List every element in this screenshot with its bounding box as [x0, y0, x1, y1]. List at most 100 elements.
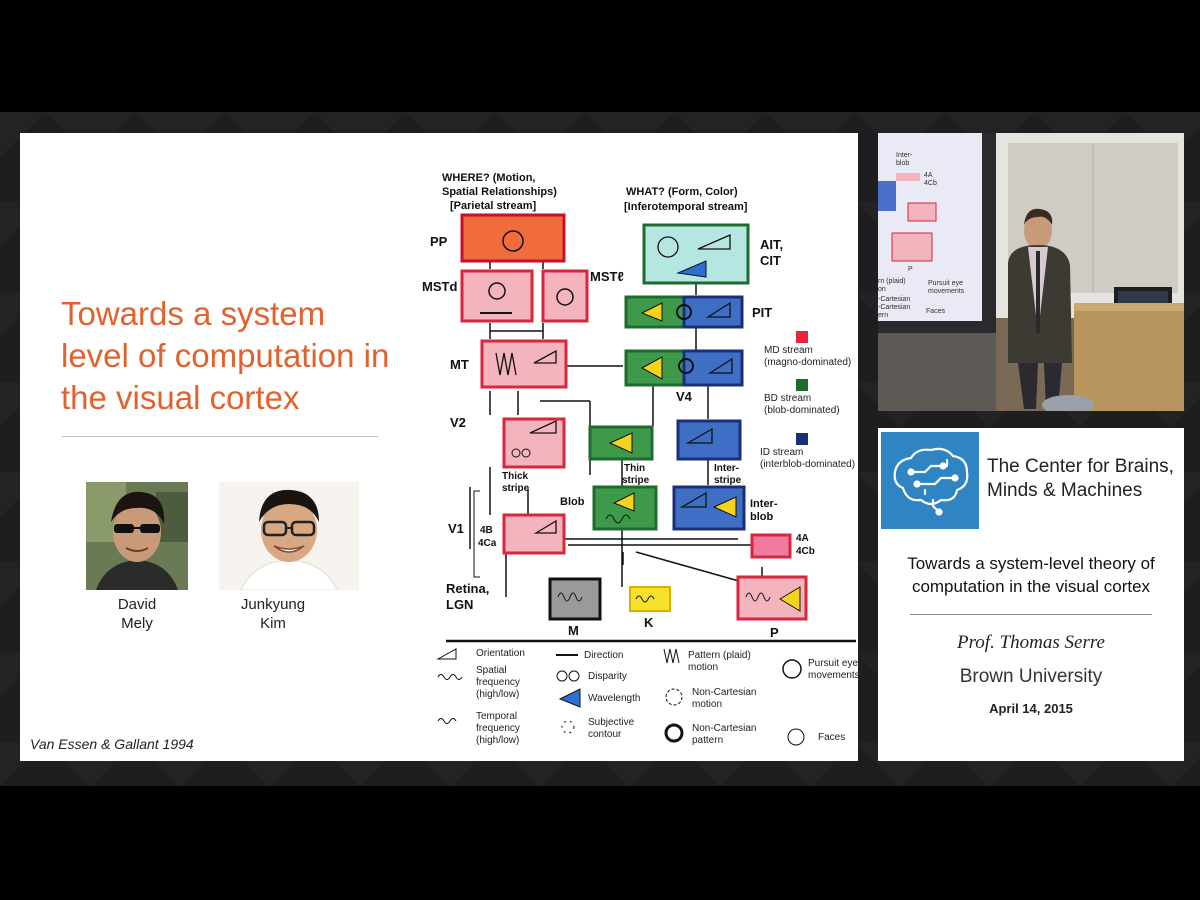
- cbmm-logo: [881, 432, 979, 529]
- label-blob: Blob: [560, 496, 585, 508]
- legend-orientation: Orientation: [476, 648, 525, 659]
- label-4a: 4A: [796, 533, 809, 544]
- center-name: The Center for Brains, Minds & Machines: [987, 456, 1174, 501]
- area-v1-4a-4cb: [750, 533, 792, 559]
- non-cartesian-pattern-icon: [678, 358, 694, 374]
- label-m: M: [568, 623, 579, 638]
- talk-info-panel: The Center for Brains, Minds & Machines …: [878, 428, 1184, 761]
- speaker-camera-feed: Inter- blob 4A 4Cb P rn (plaid) on Pursu…: [878, 133, 1184, 411]
- legend-noncart-pattern-icon: [664, 723, 684, 743]
- legend-noncart-1: Non-Cartesian: [692, 687, 756, 698]
- label-cit: CIT: [760, 253, 781, 268]
- wavelength-icon: [612, 492, 635, 512]
- area-mstl-box: [541, 269, 589, 323]
- id-stream-swatch: [796, 433, 808, 445]
- area-pp-box: [460, 213, 566, 263]
- orientation-icon: [533, 519, 557, 534]
- legend-subjective-icon: [561, 720, 575, 734]
- non-cartesian-motion-icon: [488, 282, 506, 300]
- legend-pursuit-1: Pursuit eye: [808, 658, 858, 669]
- wavelength-icon: [779, 586, 801, 612]
- what-title-2: [Inferotemporal stream]: [624, 201, 748, 213]
- label-retina: Retina,: [446, 581, 489, 596]
- id-stream-desc: (interblob-dominated): [760, 459, 855, 470]
- legend-pattern-2: motion: [688, 662, 718, 673]
- id-stream-label: ID stream: [760, 447, 803, 458]
- wavelength-icon: [676, 260, 707, 278]
- label-lgn: LGN: [446, 597, 473, 612]
- what-title-1: WHAT? (Form, Color): [626, 186, 738, 198]
- label-pp: PP: [430, 234, 448, 249]
- legend-pursuit-icon: [782, 659, 802, 679]
- area-p-box: [736, 575, 808, 621]
- legend-temporal-2: frequency: [476, 723, 520, 734]
- where-title-2: Spatial Relationships): [442, 186, 557, 198]
- where-title-1: WHERE? (Motion,: [442, 172, 535, 184]
- projection-text: Faces: [926, 308, 946, 315]
- label-thick-stripe: stripe: [502, 483, 530, 494]
- wavelength-icon: [608, 432, 633, 454]
- spatial-frequency-icon: [635, 595, 655, 603]
- legend-wavelength: Wavelength: [588, 693, 640, 704]
- legend-spatial-2: frequency: [476, 677, 520, 688]
- projection-text: Inter-: [896, 152, 913, 159]
- legend-direction: Direction: [584, 650, 623, 661]
- projection-text: movements: [928, 288, 965, 295]
- pursuit-icon: [502, 230, 524, 252]
- wavelength-icon: [712, 496, 737, 518]
- speaker-name: Prof. Thomas Serre: [957, 632, 1105, 653]
- orientation-icon: [679, 491, 707, 508]
- bd-stream-label: BD stream: [764, 393, 811, 404]
- md-stream-label: MD stream: [764, 345, 813, 356]
- legend-noncartp-1: Non-Cartesian: [692, 723, 756, 734]
- portrait-junkyung-kim: [219, 482, 359, 590]
- label-inter-stripe: stripe: [714, 475, 742, 486]
- label-v2: V2: [450, 415, 466, 430]
- legend-temporal-3: (high/low): [476, 735, 519, 746]
- info-divider: [910, 614, 1152, 615]
- visual-cortex-diagram: WHERE? (Motion, Spatial Relationships) […: [422, 172, 858, 746]
- area-v1-blob: [592, 485, 658, 531]
- label-4ca: 4Ca: [478, 538, 497, 549]
- label-mstd: MSTd: [422, 279, 457, 294]
- area-pit-id: [682, 295, 744, 329]
- disparity-icon: [521, 448, 531, 458]
- v1-bracket: [473, 490, 480, 578]
- slide-title: Towards a system level of computation in…: [61, 295, 390, 416]
- label-v4: V4: [676, 389, 693, 404]
- area-m-box: [548, 577, 602, 621]
- area-k-box: [629, 586, 671, 612]
- where-title-3: [Parietal stream]: [450, 200, 537, 212]
- label-ait: AIT,: [760, 237, 783, 252]
- orientation-icon: [533, 349, 557, 364]
- projection-text: -Cartesian: [878, 296, 910, 303]
- disparity-icon: [511, 448, 521, 458]
- projection-text: on: [878, 286, 886, 293]
- label-mt: MT: [450, 357, 469, 372]
- legend-orientation-icon: [436, 648, 457, 660]
- orientation-icon: [697, 234, 731, 250]
- orientation-icon: [705, 301, 731, 318]
- area-v2-inter-stripe: [676, 419, 742, 461]
- area-v2-thick-stripe: [502, 417, 566, 469]
- orientation-icon: [685, 427, 713, 444]
- wavelength-icon: [640, 302, 663, 322]
- label-thin-stripe: stripe: [622, 475, 650, 486]
- projection-text: rn (plaid): [878, 278, 906, 285]
- spatial-frequency-icon: [605, 514, 631, 524]
- projection-text: 4A: [924, 172, 933, 179]
- person-name-david: David Mely: [117, 596, 157, 632]
- label-p: P: [770, 625, 779, 640]
- label-mstl: MSTℓ: [590, 269, 624, 284]
- temporal-frequency-icon: [557, 592, 583, 602]
- label-thick: Thick: [502, 471, 529, 482]
- legend-wavelength-icon: [558, 688, 581, 708]
- legend-disparity-icon: [556, 670, 568, 682]
- projection-text: ern: [878, 312, 888, 319]
- orientation-icon: [529, 419, 557, 434]
- talk-title: Towards a system-level theory of computa…: [907, 554, 1155, 596]
- legend-faces: Faces: [818, 732, 845, 743]
- label-thin: Thin: [624, 463, 645, 474]
- legend-spatial-1: Spatial: [476, 665, 507, 676]
- pursuit-icon: [556, 288, 574, 306]
